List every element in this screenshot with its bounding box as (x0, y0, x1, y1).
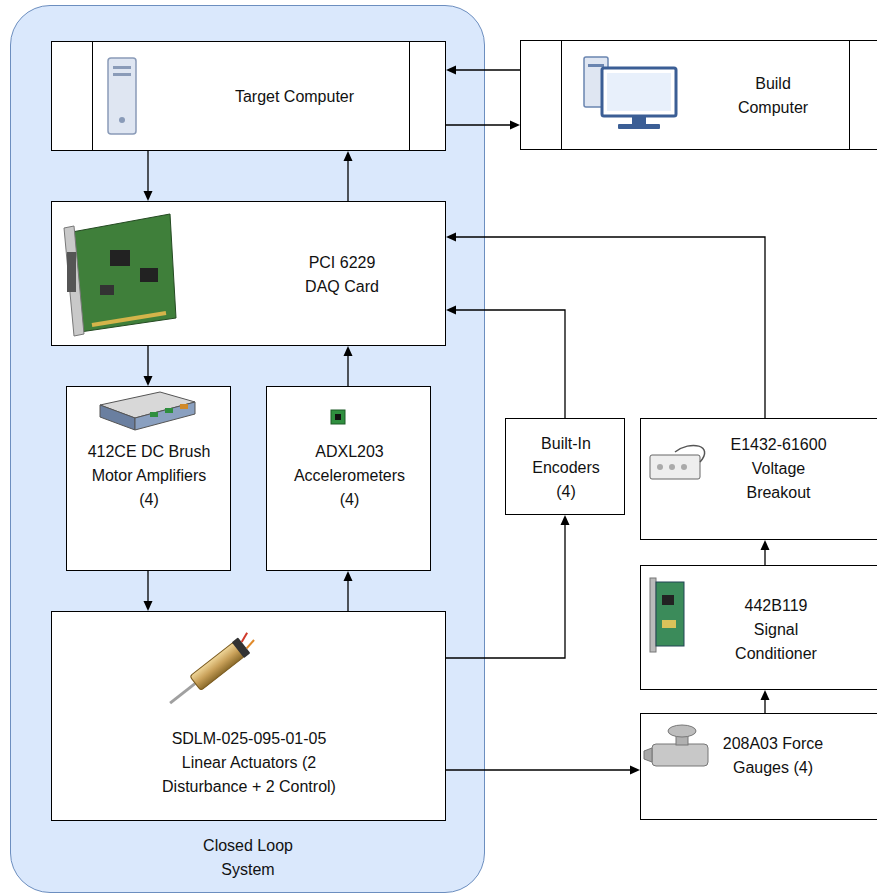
label-area: Closed Loop System (198, 834, 298, 882)
side-bar (409, 42, 410, 150)
connector (446, 766, 640, 775)
node-label: 442B119 Signal Conditioner (726, 594, 826, 666)
gauge-box: 208A03 Force Gauges (4) (640, 713, 877, 820)
connector-line (446, 769, 630, 770)
node-label: Built-In Encoders (4) (524, 432, 608, 504)
arrowhead (510, 121, 520, 130)
connector (446, 306, 565, 419)
node-label: PCI 6229 DAQ Card (302, 251, 382, 299)
label-area: 208A03 Force Gauges (4) (721, 732, 825, 780)
connector (446, 66, 520, 75)
breakout-box: E1432-61600 Voltage Breakout (640, 418, 877, 540)
amplifier-icon (100, 392, 195, 430)
sensor-box: ADXL203 Accelerometers (4) (266, 386, 431, 571)
label-area: 442B119 Signal Conditioner (726, 594, 826, 666)
connector (761, 690, 770, 713)
connector (761, 540, 770, 565)
connector (446, 515, 570, 658)
node-label: 412CE DC Brush Motor Amplifiers (4) (84, 440, 214, 512)
connector-line (147, 151, 148, 191)
label-area: 412CE DC Brush Motor Amplifiers (4) (84, 440, 214, 512)
connector (344, 346, 353, 386)
connector (446, 121, 520, 130)
breakout-icon (650, 445, 705, 479)
region-label: Closed Loop System (198, 834, 298, 882)
label-area: SDLM-025-095-01-05 Linear Actuators (2 D… (149, 727, 349, 799)
arrowhead (144, 191, 153, 201)
connector (144, 571, 153, 611)
connector (446, 233, 765, 419)
arrowhead (761, 690, 770, 700)
arrowhead (630, 766, 640, 775)
label-area: E1432-61600 Voltage Breakout (726, 433, 831, 505)
node-label: Target Computer (187, 85, 402, 109)
connector (344, 151, 353, 201)
amplifier-box: 412CE DC Brush Motor Amplifiers (4) (66, 386, 231, 571)
actuator-box: SDLM-025-095-01-05 Linear Actuators (2 D… (51, 611, 446, 821)
system-region: Closed Loop System Target ComputerPCI 622… (10, 5, 485, 893)
node-label: Build Computer (733, 72, 813, 120)
conditioner-card-icon (650, 578, 684, 652)
arrowhead (344, 346, 353, 356)
connector-line (456, 237, 765, 418)
connector (344, 571, 353, 611)
connector-line (764, 700, 765, 713)
connector-line (456, 69, 520, 70)
node-label: ADXL203 Accelerometers (4) (287, 440, 412, 512)
label-area: PCI 6229 DAQ Card (302, 251, 382, 299)
node-label: SDLM-025-095-01-05 Linear Actuators (2 D… (149, 727, 349, 799)
node-label: E1432-61600 Voltage Breakout (726, 433, 831, 505)
accelerometer-icon (331, 410, 345, 424)
connector-line (147, 571, 148, 601)
connector-line (764, 550, 765, 565)
computer-box: Build Computer (520, 40, 877, 150)
encoder-box: Built-In Encoders (4) (505, 418, 625, 515)
arrowhead (446, 306, 456, 315)
workstation-icon (584, 57, 676, 129)
arrowhead (561, 515, 570, 525)
side-bar (561, 41, 562, 149)
connector-line (347, 581, 348, 611)
conditioner-box: 442B119 Signal Conditioner (640, 565, 877, 690)
force-gauge-icon (644, 725, 708, 766)
arrowhead (761, 540, 770, 550)
connector (144, 151, 153, 201)
connector-line (446, 525, 565, 658)
label-area: ADXL203 Accelerometers (4) (287, 440, 412, 512)
daq-card-icon (64, 214, 176, 336)
connector-line (456, 310, 565, 418)
arrowhead (144, 601, 153, 611)
arrowhead (446, 66, 456, 75)
connector-line (347, 356, 348, 386)
label-area: Build Computer (733, 72, 813, 120)
side-bar (92, 42, 93, 150)
connector-line (147, 346, 148, 376)
arrowhead (144, 376, 153, 386)
connector (144, 346, 153, 386)
computer-box: Target Computer (51, 41, 446, 151)
daq-box: PCI 6229 DAQ Card (51, 201, 446, 346)
arrowhead (446, 233, 456, 242)
actuator-icon (164, 631, 259, 711)
connector-line (347, 161, 348, 201)
side-bar (849, 41, 850, 149)
tower-icon (108, 58, 136, 134)
label-area: Built-In Encoders (4) (524, 432, 608, 504)
label-area: Target Computer (187, 85, 402, 109)
arrowhead (344, 571, 353, 581)
connector-line (446, 124, 510, 125)
arrowhead (344, 151, 353, 161)
node-label: 208A03 Force Gauges (4) (721, 732, 825, 780)
